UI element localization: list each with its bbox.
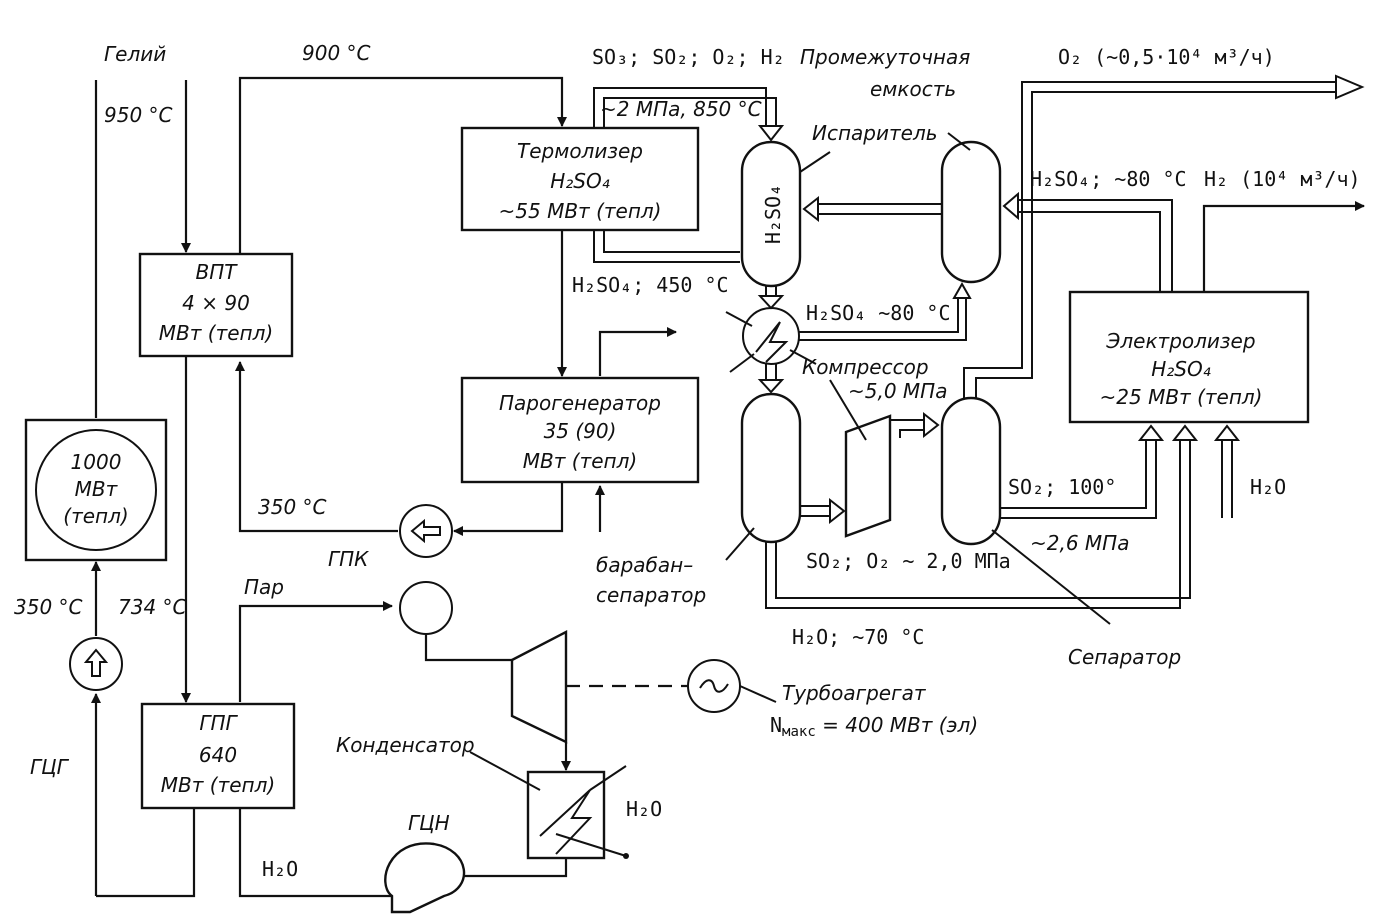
label-steam: Пар <box>244 575 284 599</box>
vpt-heat-exchanger: ВПТ 4 × 90 МВт (тепл) <box>138 252 294 358</box>
steam-generator: Парогенератор 35 (90) МВт (тепл) <box>460 376 700 484</box>
label-h2o-right: H₂O <box>1250 475 1286 499</box>
gcg-circulator <box>69 637 123 691</box>
label-h2-out: H₂ (10⁴ м³/ч) <box>1204 167 1361 191</box>
steamgen-line-2: 35 (90) <box>544 419 617 443</box>
label-helium: Гелий <box>104 42 166 66</box>
evaporator-vessel: H₂SO₄ <box>740 140 802 288</box>
thermolyzer-evaporator-lines <box>593 87 785 394</box>
label-h2o-cond: H₂O <box>626 797 662 821</box>
chemical-process-lines <box>765 74 1365 609</box>
nmax-n: N <box>770 713 782 737</box>
label-intermediate-tank: Промежуточная <box>800 45 970 69</box>
label-separator: Сепаратор <box>1068 645 1181 669</box>
electrolyzer-line-2: H₂SO₄ <box>1151 357 1211 381</box>
thermolyzer-line-3: ~55 МВт (тепл) <box>499 199 662 223</box>
helium-loop-lines <box>91 76 677 898</box>
turbine <box>510 630 568 744</box>
label-h2o-70: H₂O; ~70 °C <box>792 625 924 649</box>
electrolyzer: Электролизер H₂SO₄ ~25 МВт (тепл) <box>1068 290 1310 424</box>
reactor: 1000 МВт (тепл) <box>24 418 168 562</box>
compressor <box>844 414 892 538</box>
label-compressor: Компрессор <box>802 355 929 379</box>
steamgen-line-3: МВт (тепл) <box>523 449 637 473</box>
vpt-line-3: МВт (тепл) <box>159 321 273 345</box>
label-so2-o2: SO₂; O₂ ~ 2,0 МПа <box>806 549 1011 573</box>
label-so2-100: SO₂; 100° <box>1008 475 1116 499</box>
electrolyzer-line-1: Электролизер <box>1105 329 1255 353</box>
label-t734: 734 °C <box>118 595 187 619</box>
label-o2-out: O₂ (~0,5·10⁴ м³/ч) <box>1058 45 1275 69</box>
label-h2so4-80-mid: H₂SO₄ ~80 °C <box>806 301 951 325</box>
label-evaporator: Испаритель <box>812 121 938 145</box>
label-drum-2: сепаратор <box>596 583 706 607</box>
nmax-value: = 400 МВт (эл) <box>816 713 978 737</box>
label-press-5mpa: ~5,0 МПа <box>848 379 947 403</box>
label-gas-mix: SO₃; SO₂; O₂; H₂ <box>592 45 785 69</box>
gpg-line-1: ГПГ <box>199 711 238 735</box>
gpg-line-2: 640 <box>199 743 237 767</box>
gpk-circulator <box>399 504 453 558</box>
label-gcg: ГЦГ <box>30 755 70 779</box>
reactor-line-3: (тепл) <box>63 504 128 528</box>
label-h2so4-450: H₂SO₄; 450 °C <box>572 273 729 297</box>
label-intermediate-tank-2: емкость <box>870 77 956 101</box>
gcn-pump <box>384 842 466 914</box>
reactor-line-2: МВт <box>75 477 119 501</box>
label-press-26: ~2,6 МПа <box>1030 531 1129 555</box>
steamgen-line-1: Парогенератор <box>499 391 661 415</box>
label-t950: 950 °C <box>104 103 173 127</box>
separator-vessel <box>940 396 1002 546</box>
vpt-line-2: 4 × 90 <box>182 291 250 315</box>
label-gcn: ГЦН <box>408 811 450 835</box>
label-h2o-bottom: H₂O <box>262 857 298 881</box>
electrolyzer-line-3: ~25 МВт (тепл) <box>1100 385 1263 409</box>
thermolyzer: Термолизер H₂SO₄ ~55 МВт (тепл) <box>460 126 700 232</box>
gpg-steam-generator: ГПГ 640 МВт (тепл) <box>140 702 296 810</box>
leader-lines <box>725 132 1111 625</box>
steam-drum <box>399 581 453 635</box>
reactor-line-1: 1000 <box>71 450 122 474</box>
label-nmax: Nмакс = 400 МВт (эл) <box>770 713 978 740</box>
label-t900: 900 °C <box>302 41 371 65</box>
thermolyzer-line-2: H₂SO₄ <box>550 169 610 193</box>
label-h2so4-80-top: H₂SO₄; ~80 °C <box>1030 167 1187 191</box>
turbine-section <box>384 581 777 914</box>
label-t350-mid: 350 °C <box>258 495 327 519</box>
label-t350-left: 350 °C <box>14 595 83 619</box>
intermediate-tank-vessel <box>940 140 1002 284</box>
nmax-sub: макс <box>782 724 816 740</box>
label-condenser: Конденсатор <box>336 733 475 757</box>
vpt-line-1: ВПТ <box>196 260 239 284</box>
gpg-line-3: МВт (тепл) <box>161 773 275 797</box>
label-gpk: ГПК <box>328 547 369 571</box>
thermolyzer-line-1: Термолизер <box>517 139 643 163</box>
evaporator-h2so4-label: H₂SO₄ <box>761 184 785 244</box>
acid-cooler <box>725 307 817 373</box>
drum-separator-vessel <box>740 392 802 544</box>
label-turbo: Турбоагрегат <box>782 681 927 705</box>
label-drum: барабан– <box>596 553 693 577</box>
label-press-2mpa: ~2 МПа, 850 °C <box>600 97 762 121</box>
